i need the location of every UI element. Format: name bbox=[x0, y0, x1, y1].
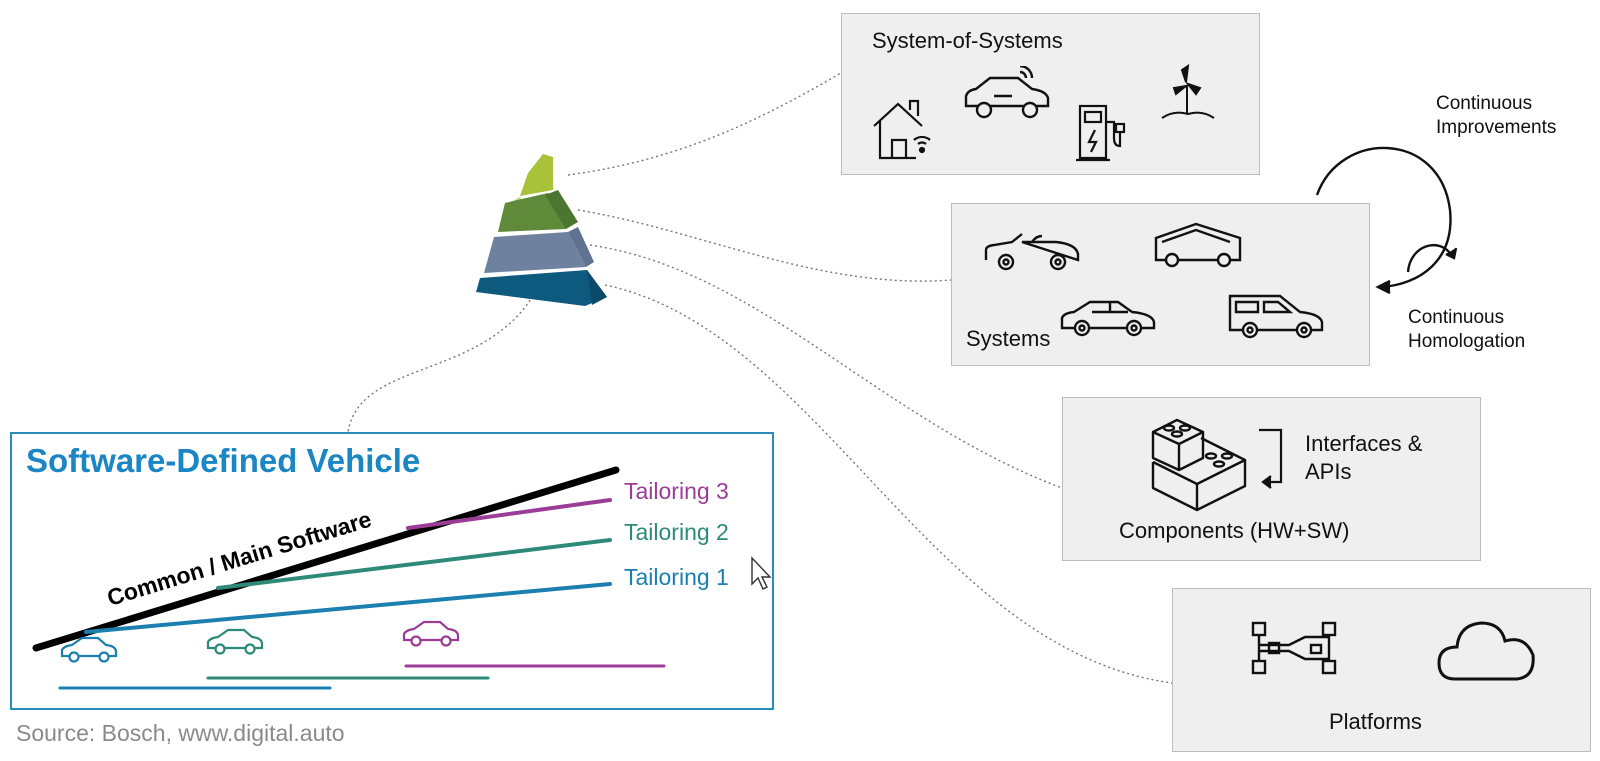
platforms-title: Platforms bbox=[1329, 709, 1422, 734]
systems-panel: Systems bbox=[951, 203, 1370, 366]
cloud-icon bbox=[1437, 621, 1535, 681]
connector-systems bbox=[577, 209, 952, 282]
continuous-improvements-label: Continuous Improvements bbox=[1436, 93, 1557, 138]
convertible-car-icon bbox=[984, 233, 1080, 271]
car-blue-icon bbox=[60, 636, 118, 663]
tailoring-3-label: Tailoring 3 bbox=[624, 478, 729, 504]
sdv-diagram-box: Software-Defined Vehicle Common / Main S… bbox=[10, 432, 774, 710]
system-of-systems-title: System-of-Systems bbox=[872, 28, 1063, 53]
tailoring-1-label: Tailoring 1 bbox=[624, 564, 729, 590]
car-teal-icon bbox=[206, 628, 264, 655]
connector-sdv bbox=[347, 295, 534, 433]
pyramid-icon bbox=[476, 154, 607, 306]
car-purple-icon bbox=[402, 620, 460, 647]
connected-car-icon bbox=[964, 66, 1050, 119]
components-title: Components (HW+SW) bbox=[1119, 518, 1350, 543]
tailoring-2-label: Tailoring 2 bbox=[624, 519, 729, 545]
components-panel: Interfaces & APIs Components (HW+SW) bbox=[1062, 397, 1481, 561]
systems-title: Systems bbox=[966, 326, 1051, 351]
interface-arrow-icon bbox=[1259, 428, 1283, 489]
continuous-homologation-label: Continuous Homologation bbox=[1408, 307, 1526, 352]
homologation-arc bbox=[1406, 244, 1454, 273]
interfaces-apis-label: Interfaces & APIs bbox=[1305, 431, 1423, 484]
building-blocks-icon bbox=[1151, 418, 1247, 512]
chassis-icon bbox=[1251, 621, 1337, 675]
platforms-panel: Platforms bbox=[1172, 588, 1591, 752]
wind-turbine-icon bbox=[1161, 64, 1215, 119]
tailoring-3-line bbox=[406, 498, 612, 530]
source-caption: Source: Bosch, www.digital.auto bbox=[16, 720, 345, 746]
mouse-cursor-icon bbox=[751, 556, 772, 590]
system-of-systems-panel: System-of-Systems bbox=[841, 13, 1260, 175]
sedan-car-icon bbox=[1060, 300, 1156, 337]
sdv-title: Software-Defined Vehicle bbox=[26, 442, 421, 479]
tailoring-1-line bbox=[84, 582, 612, 634]
coupe-car-icon bbox=[1154, 222, 1242, 268]
sdv-lines bbox=[32, 466, 666, 690]
tailoring-2-line bbox=[216, 538, 612, 590]
van-icon bbox=[1228, 294, 1324, 339]
smart-home-icon bbox=[873, 99, 931, 160]
charging-station-icon bbox=[1076, 104, 1126, 162]
main-software-line bbox=[32, 466, 620, 652]
